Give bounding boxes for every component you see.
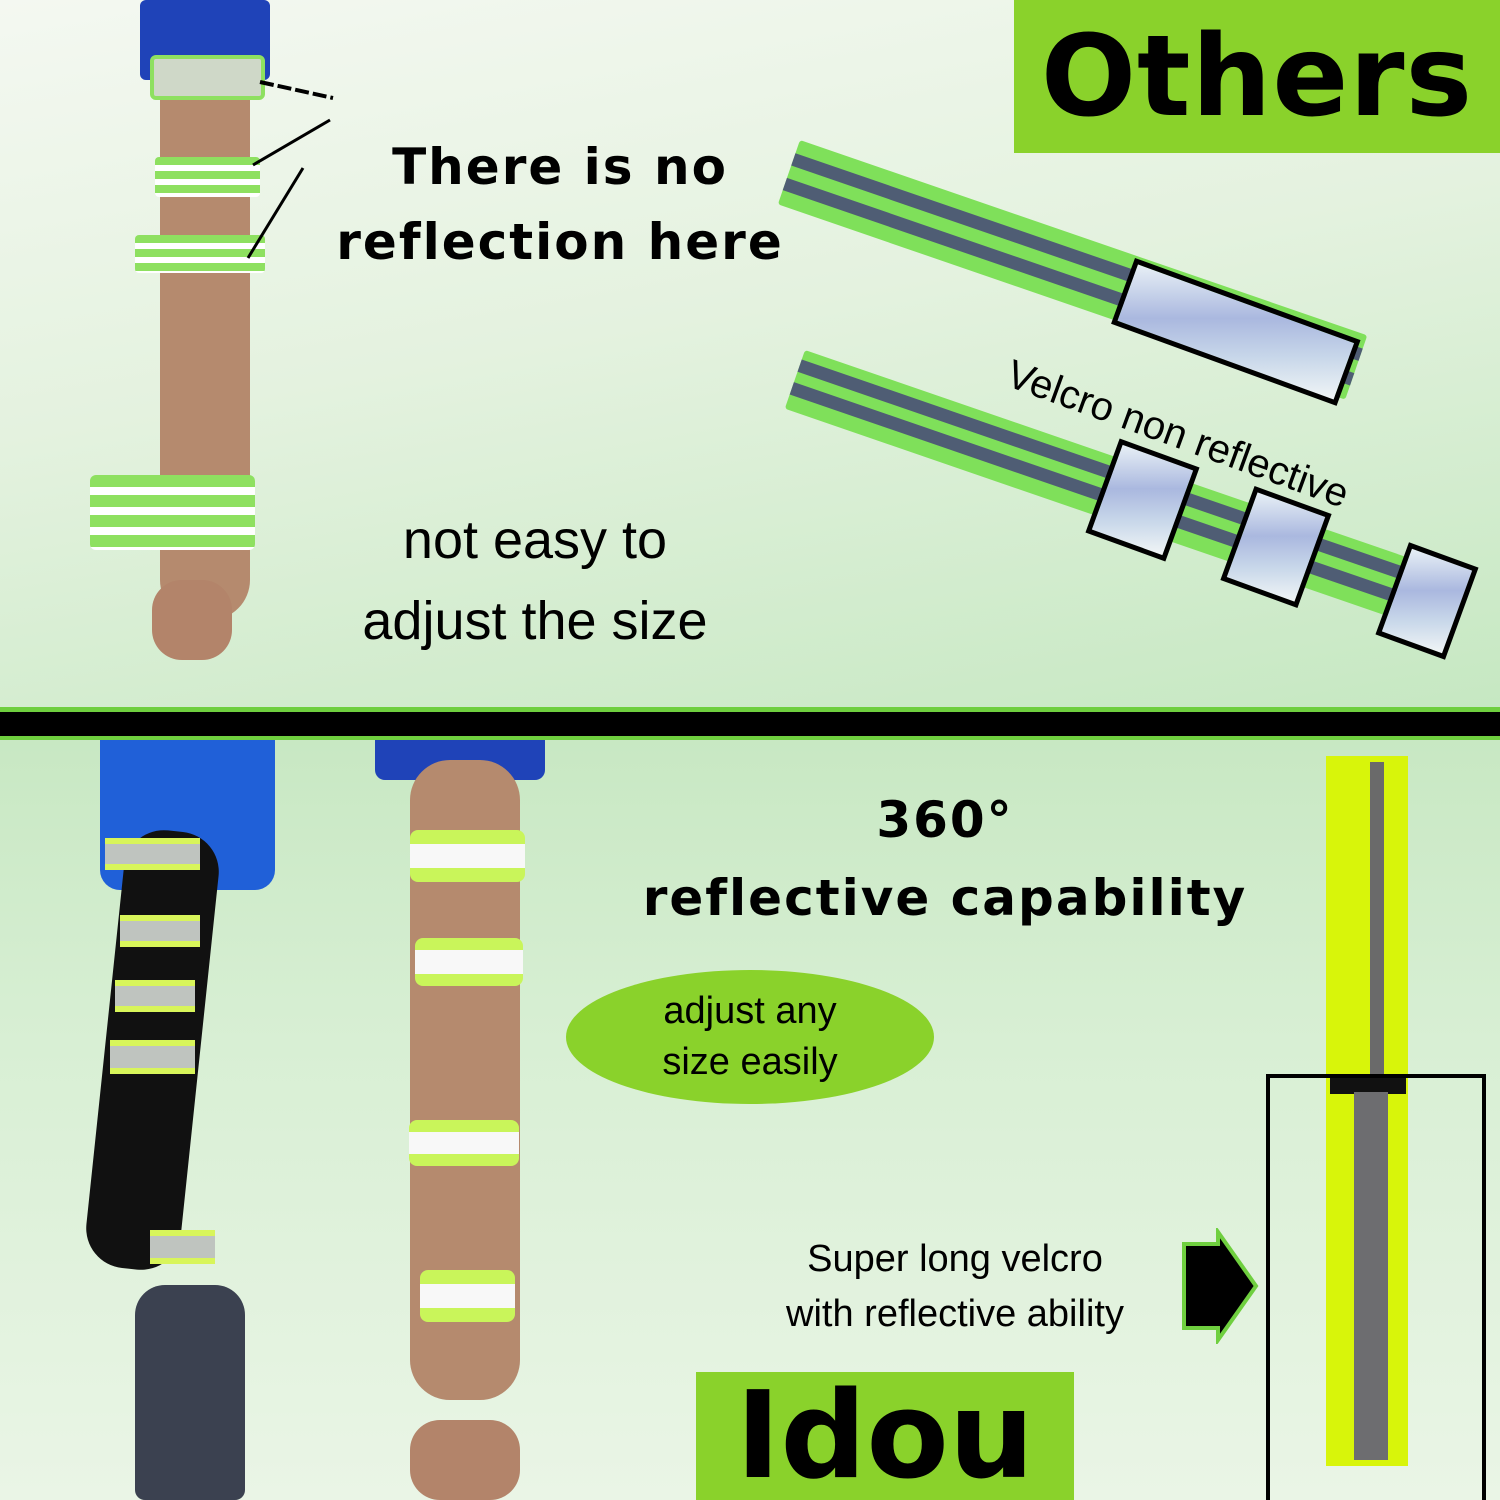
reflective-capability-headline: 360° reflective capability <box>642 791 1248 927</box>
others-label-box: Others <box>1014 0 1500 153</box>
long-velcro-text: Super long velcro with reflective abilit… <box>786 1238 1124 1336</box>
velcro-patch-1 <box>1111 258 1361 406</box>
not-easy-adjust-text: not easy to adjust the size <box>362 510 708 651</box>
section-divider <box>0 707 1500 742</box>
idou-label: Idou <box>735 1366 1035 1500</box>
arm-photo-others <box>90 0 280 660</box>
leg-photo-idou <box>82 740 300 1500</box>
brand-tag <box>1330 1074 1406 1094</box>
idou-panel: 360° reflective capability adjust any si… <box>0 740 1500 1500</box>
no-reflection-callout: There is no reflection here <box>336 138 784 271</box>
idou-product-band <box>1326 756 1408 1466</box>
velcro-reflective-strip <box>1370 762 1384 1092</box>
adjust-size-bubble: adjust any size easily <box>566 970 934 1104</box>
arm-photo-idou <box>375 740 545 1500</box>
others-panel: There is no reflection here not easy to … <box>0 0 1500 708</box>
velcro-highlight-box <box>1266 1074 1486 1500</box>
callout-pointer-lines <box>246 80 334 259</box>
others-label: Others <box>1040 11 1474 142</box>
main-reflective-strip <box>1354 1092 1388 1460</box>
arrow-right-icon <box>1182 1228 1259 1344</box>
idou-label-box: Idou <box>696 1367 1074 1500</box>
